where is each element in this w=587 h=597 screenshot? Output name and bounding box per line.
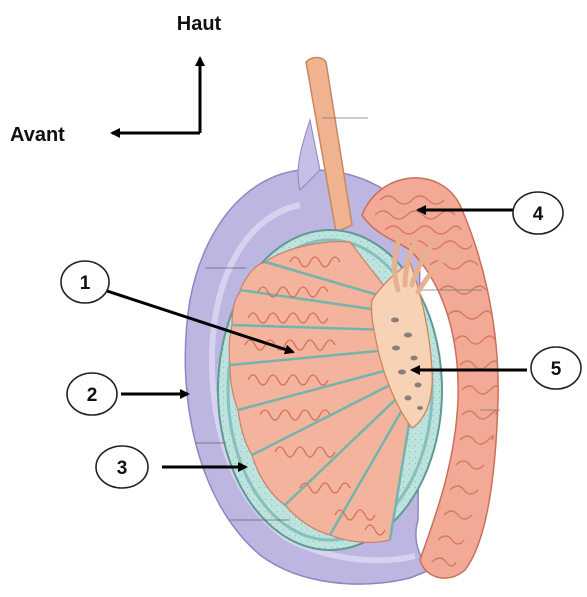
callout-2-number: 2 [87,385,98,406]
up-label: Haut [177,13,222,35]
callout-4: 4 [513,192,563,234]
orientation-indicator: Haut Avant [10,13,222,146]
callout-2: 2 [67,373,117,415]
callout-5: 5 [531,347,581,389]
callout-3: 3 [96,446,148,488]
front-label: Avant [10,124,65,146]
callout-1: 1 [61,261,109,303]
callout-3-number: 3 [117,458,128,479]
callout-1-number: 1 [80,273,91,294]
callout-4-number: 4 [533,204,544,225]
callout-5-number: 5 [551,359,562,380]
